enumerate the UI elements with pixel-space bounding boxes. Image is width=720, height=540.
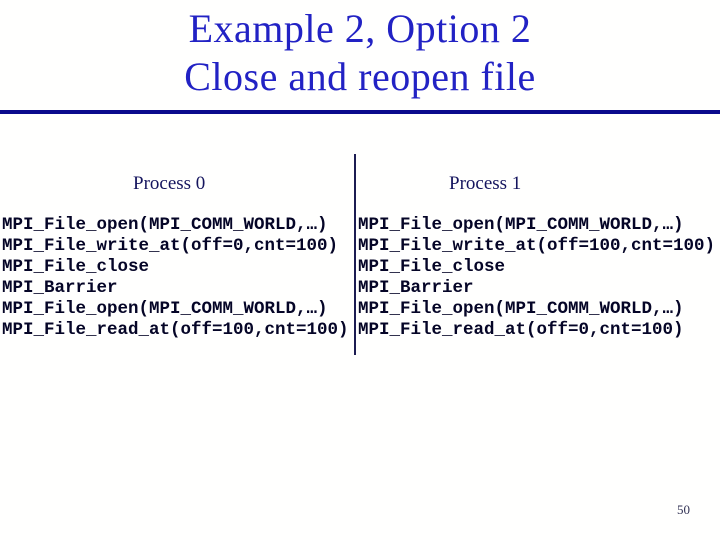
code-line: MPI_File_write_at(off=100,cnt=100) (358, 236, 716, 256)
process-1-code-block: MPI_File_open(MPI_COMM_WORLD,…) MPI_File… (358, 215, 715, 341)
code-line: MPI_File_close (2, 257, 150, 277)
slide-title: Example 2, Option 2 Close and reopen fil… (0, 5, 720, 101)
code-line: MPI_File_read_at(off=100,cnt=100) (2, 320, 349, 340)
code-line: MPI_Barrier (358, 278, 474, 298)
code-line: MPI_File_read_at(off=0,cnt=100) (358, 320, 684, 340)
page-number: 50 (677, 502, 690, 517)
code-line: MPI_File_write_at(off=0,cnt=100) (2, 236, 339, 256)
code-line: MPI_File_open(MPI_COMM_WORLD,…) (358, 299, 684, 319)
code-line: MPI_File_open(MPI_COMM_WORLD,…) (358, 215, 684, 235)
process-0-header: Process 0 (133, 173, 206, 194)
title-line-1: Example 2, Option 2 (188, 6, 532, 51)
code-line: MPI_File_open(MPI_COMM_WORLD,…) (2, 215, 328, 235)
column-divider-line (354, 154, 356, 355)
process-1-header: Process 1 (449, 173, 522, 194)
title-line-2: Close and reopen file (184, 54, 536, 99)
code-line: MPI_Barrier (2, 278, 118, 298)
process-0-code-block: MPI_File_open(MPI_COMM_WORLD,…) MPI_File… (2, 215, 349, 341)
code-line: MPI_File_open(MPI_COMM_WORLD,…) (2, 299, 328, 319)
code-line: MPI_File_close (358, 257, 506, 277)
title-underline-rule (0, 110, 720, 114)
